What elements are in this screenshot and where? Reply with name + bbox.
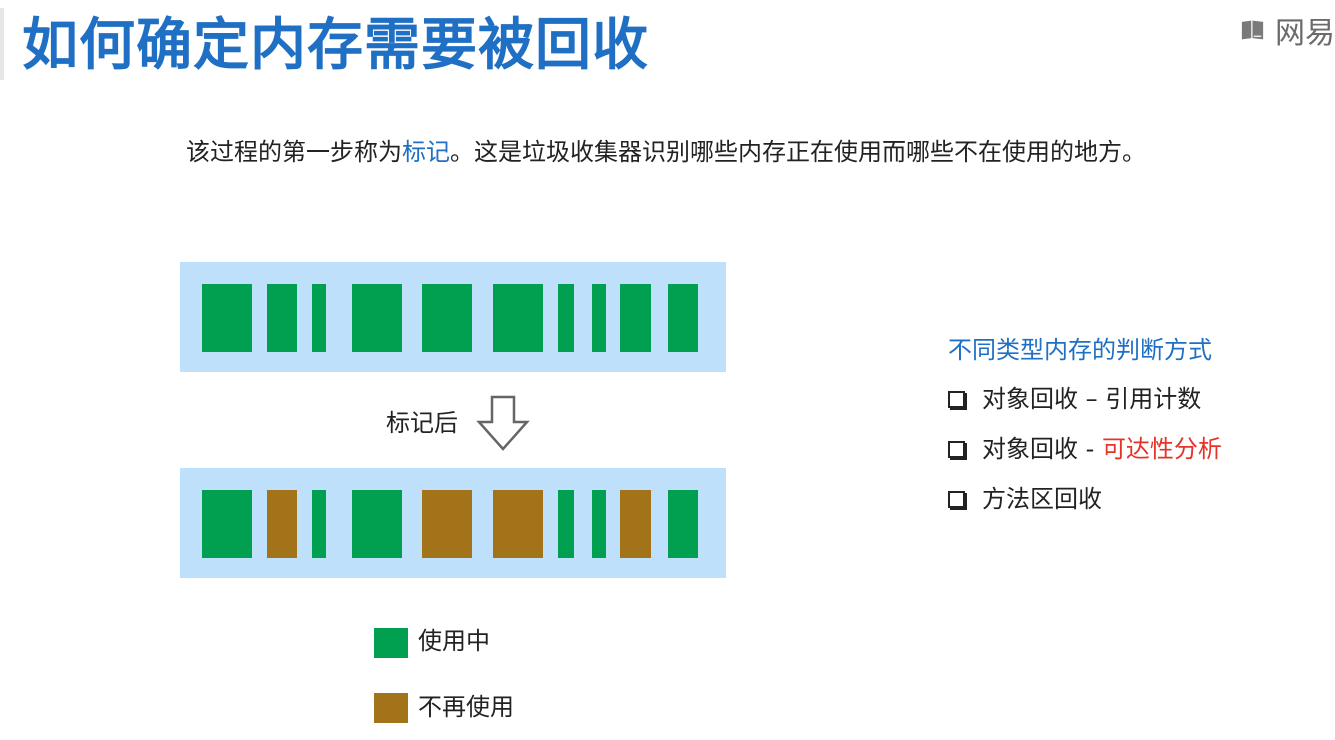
memory-block-in-use — [493, 284, 543, 352]
intro-text: 该过程的第一步称为标记。这是垃圾收集器识别哪些内存正在使用而哪些不在使用的地方。 — [186, 134, 1146, 170]
memory-block-in-use — [312, 284, 326, 352]
memory-block-unused — [620, 490, 651, 558]
side-item-text: 对象回收 - — [982, 435, 1095, 463]
memory-block-in-use — [267, 284, 297, 352]
checkbox-icon — [948, 440, 965, 458]
down-arrow-icon — [476, 395, 530, 451]
side-item-text: 方法区回收 — [982, 485, 1102, 513]
memory-block-unused — [267, 490, 297, 558]
side-heading: 不同类型内存的判断方式 — [948, 336, 1212, 364]
memory-block-in-use — [422, 284, 472, 352]
memory-block-in-use — [592, 284, 606, 352]
legend-swatch-unused — [374, 693, 408, 723]
brand-logo: 网易 — [1240, 10, 1335, 50]
intro-after: 。这是垃圾收集器识别哪些内存正在使用而哪些不在使用的地方。 — [450, 138, 1146, 166]
legend-swatch-in-use — [374, 628, 408, 658]
side-item-reference-count: 对象回收 – 引用计数 — [948, 381, 1201, 417]
title-accent — [0, 8, 4, 80]
memory-block-in-use — [558, 284, 574, 352]
page-title: 如何确定内存需要被回收 — [22, 13, 649, 78]
memory-block-in-use — [668, 284, 698, 352]
memory-block-in-use — [620, 284, 651, 352]
memory-block-in-use — [202, 284, 252, 352]
side-item-text: 对象回收 – 引用计数 — [982, 385, 1202, 413]
side-item-reachability: 对象回收 - 可达性分析 — [948, 431, 1222, 467]
memory-block-in-use — [558, 490, 574, 558]
intro-before: 该过程的第一步称为 — [186, 138, 402, 166]
title-bar: 如何确定内存需要被回收 网易 — [0, 0, 1335, 92]
brand-text: 网易 — [1275, 16, 1335, 50]
memory-block-in-use — [668, 490, 698, 558]
memory-block-in-use — [592, 490, 606, 558]
side-item-method-area: 方法区回收 — [948, 481, 1102, 517]
memory-strip-before — [180, 262, 726, 372]
book-icon — [1241, 20, 1264, 40]
memory-block-unused — [422, 490, 472, 558]
checkbox-icon — [948, 490, 965, 508]
legend-label-unused: 不再使用 — [418, 693, 514, 721]
memory-block-in-use — [352, 490, 402, 558]
arrow-label: 标记后 — [386, 409, 458, 437]
memory-block-in-use — [202, 490, 252, 558]
intro-highlight: 标记 — [402, 138, 450, 166]
memory-block-unused — [493, 490, 543, 558]
checkbox-icon — [948, 390, 965, 408]
side-item-highlight: 可达性分析 — [1101, 435, 1222, 463]
memory-block-in-use — [352, 284, 402, 352]
memory-block-in-use — [312, 490, 326, 558]
memory-strip-after — [180, 468, 726, 578]
legend-label-in-use: 使用中 — [418, 627, 490, 655]
